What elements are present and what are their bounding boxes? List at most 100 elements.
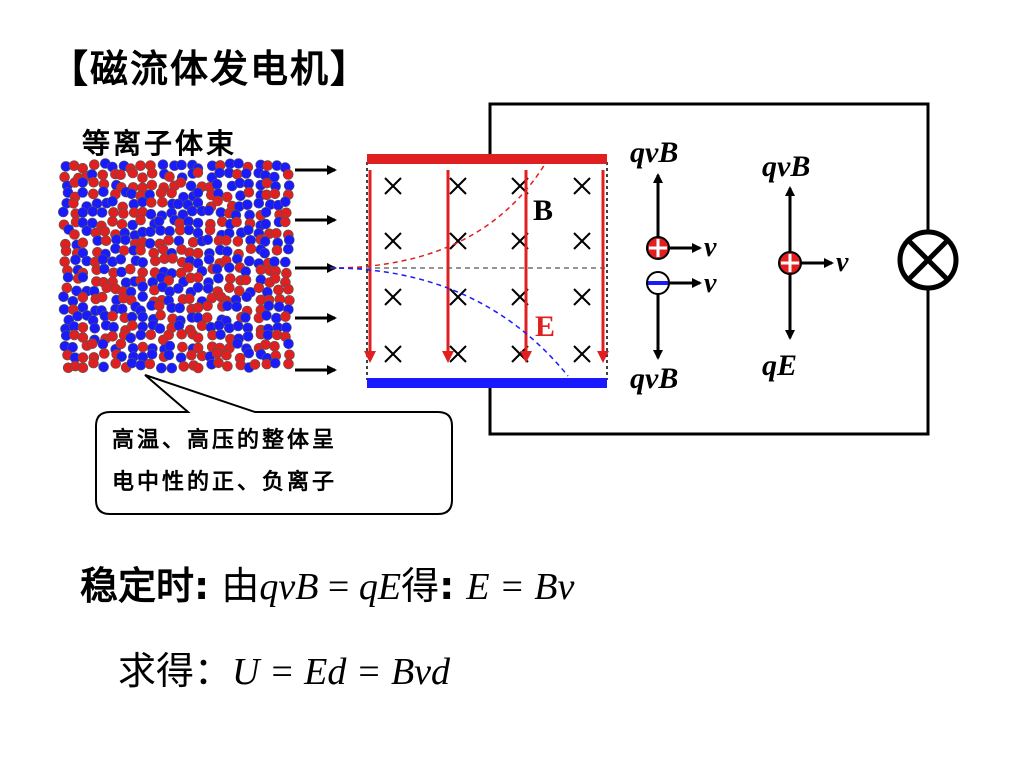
positive-ion bbox=[77, 291, 89, 303]
negative-ion bbox=[283, 234, 295, 246]
positive-ion bbox=[211, 348, 223, 359]
plasma-beam-label: 等离子体束 bbox=[82, 127, 238, 160]
negative-ion bbox=[58, 304, 70, 315]
positive-ion bbox=[245, 243, 257, 254]
positive-ion bbox=[175, 177, 187, 188]
positive-ion bbox=[108, 207, 119, 218]
positive-ion bbox=[187, 237, 199, 248]
positive-ion bbox=[178, 361, 190, 372]
label-qvB-bottom: qvB bbox=[630, 362, 678, 395]
page-title: 【磁流体发电机】 bbox=[50, 46, 371, 91]
label-qvB-right: qvB bbox=[762, 150, 810, 183]
positive-ion bbox=[77, 362, 89, 374]
negative-ion bbox=[127, 219, 138, 231]
positive-ion bbox=[204, 224, 216, 236]
positive-ion bbox=[127, 320, 138, 331]
positive-ion bbox=[137, 172, 148, 183]
negative-ion bbox=[115, 253, 127, 265]
eq1-colon1: : bbox=[194, 564, 210, 608]
positive-ion bbox=[192, 247, 204, 259]
positive-ion bbox=[222, 360, 233, 372]
plasma-particles bbox=[57, 158, 295, 374]
force-diagram-balanced: qvB qE v bbox=[762, 150, 849, 382]
negative-ion bbox=[97, 254, 109, 265]
negative-ion bbox=[144, 238, 156, 249]
negative-ion bbox=[192, 187, 204, 199]
positive-ion bbox=[60, 245, 72, 257]
negative-ion bbox=[224, 262, 235, 273]
positive-ion bbox=[279, 216, 291, 228]
positive-ion bbox=[225, 273, 236, 284]
beam-arrows bbox=[295, 165, 337, 375]
eq1-eq: = bbox=[318, 566, 359, 608]
positive-ion bbox=[273, 284, 284, 296]
negative-ion bbox=[214, 167, 225, 179]
negative-ion bbox=[232, 320, 244, 332]
positive-ion bbox=[110, 358, 121, 369]
negative-trajectory bbox=[329, 267, 569, 377]
positive-ion bbox=[213, 357, 224, 369]
negative-ion bbox=[67, 341, 78, 353]
negative-ion bbox=[116, 351, 127, 362]
positive-ion bbox=[196, 320, 208, 332]
positive-ion bbox=[77, 237, 89, 249]
negative-ion bbox=[202, 283, 214, 294]
positive-ion bbox=[284, 295, 295, 306]
positive-ion bbox=[155, 187, 167, 199]
positive-ion bbox=[68, 198, 79, 209]
label-v-2: v bbox=[704, 268, 717, 299]
positive-ion bbox=[260, 339, 271, 350]
cross-mark-icon bbox=[449, 177, 467, 195]
negative-ion bbox=[281, 322, 292, 333]
positive-ion bbox=[271, 245, 283, 256]
equation-steady-state: 稳定时: 由qvB = qE得: E = Bv bbox=[80, 555, 574, 610]
negative-ion bbox=[164, 340, 176, 352]
positive-trajectory bbox=[329, 163, 546, 269]
negative-ion bbox=[87, 206, 98, 217]
negative-ion bbox=[137, 281, 148, 292]
cross-mark-icon bbox=[449, 232, 467, 250]
negative-ion bbox=[283, 338, 294, 350]
positive-ion bbox=[232, 236, 244, 247]
positive-ion bbox=[192, 167, 204, 178]
positive-ion bbox=[97, 169, 108, 181]
negative-ion bbox=[77, 177, 88, 188]
negative-ion bbox=[154, 323, 166, 334]
eq1-prefix: 稳定时 bbox=[80, 564, 195, 608]
negative-plate bbox=[367, 378, 607, 388]
positive-ion bbox=[146, 179, 158, 191]
negative-ion-icon bbox=[646, 271, 670, 295]
positive-ion bbox=[192, 332, 204, 344]
negative-ion bbox=[242, 199, 253, 210]
negative-ion bbox=[137, 291, 148, 302]
label-qE: qE bbox=[762, 349, 797, 382]
positive-ion bbox=[243, 187, 255, 198]
positive-ion bbox=[186, 349, 197, 361]
negative-ion bbox=[269, 256, 280, 268]
eq2-prefix: 求得： bbox=[118, 649, 233, 693]
negative-ion bbox=[192, 282, 204, 293]
positive-ion bbox=[282, 169, 294, 180]
negative-ion bbox=[77, 187, 88, 198]
negative-ion bbox=[273, 301, 285, 313]
positive-ion bbox=[101, 282, 113, 294]
negative-ion bbox=[243, 224, 254, 236]
positive-ion bbox=[253, 282, 265, 294]
positive-ion bbox=[116, 219, 128, 230]
negative-ion bbox=[211, 178, 223, 190]
positive-ion bbox=[146, 168, 158, 179]
magnetic-field-crosses bbox=[384, 177, 591, 363]
positive-ion bbox=[163, 275, 174, 286]
positive-ion bbox=[163, 329, 174, 341]
positive-ion bbox=[96, 291, 108, 303]
negative-ion bbox=[166, 362, 178, 374]
positive-ion bbox=[163, 234, 174, 246]
positive-ion bbox=[144, 358, 156, 370]
negative-ion bbox=[279, 196, 291, 207]
force-diagram-pair: qvB qvB v v bbox=[630, 136, 717, 395]
cross-mark-icon bbox=[384, 177, 402, 195]
negative-ion bbox=[57, 206, 69, 218]
negative-ion bbox=[260, 218, 272, 230]
negative-ion bbox=[89, 322, 101, 334]
positive-ion bbox=[164, 171, 175, 182]
